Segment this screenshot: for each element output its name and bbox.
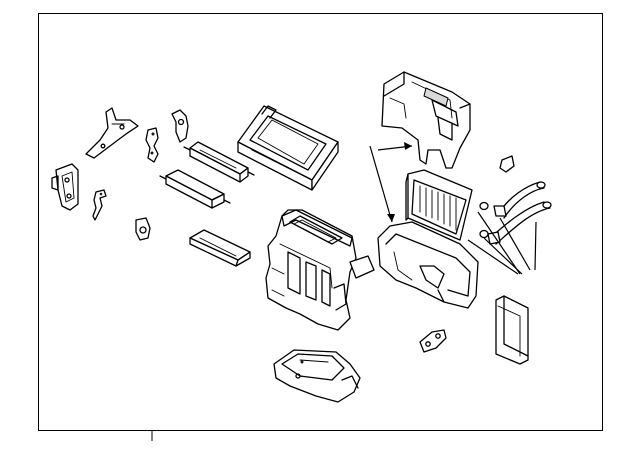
gasket [419, 329, 447, 353]
small-clip [92, 189, 107, 221]
evaporator-core [405, 169, 473, 241]
mounting-bracket [51, 163, 79, 211]
lower-housing [273, 349, 361, 403]
leader-arrows [369, 142, 537, 275]
evaporator-case [377, 221, 479, 309]
mode-door [159, 169, 231, 209]
upper-duct-housing [381, 71, 471, 169]
heater-core-pipes [487, 155, 552, 245]
blend-door-housing [265, 209, 375, 331]
actuator-link [145, 127, 159, 163]
diagram-frame [38, 13, 603, 441]
air-mix-door [189, 229, 251, 267]
door-shaft [183, 141, 255, 183]
lever-arm [85, 107, 139, 159]
filter-cover [237, 105, 339, 191]
retainer-clip [135, 217, 151, 241]
heater-core [495, 295, 529, 365]
pivot-link [171, 109, 189, 143]
